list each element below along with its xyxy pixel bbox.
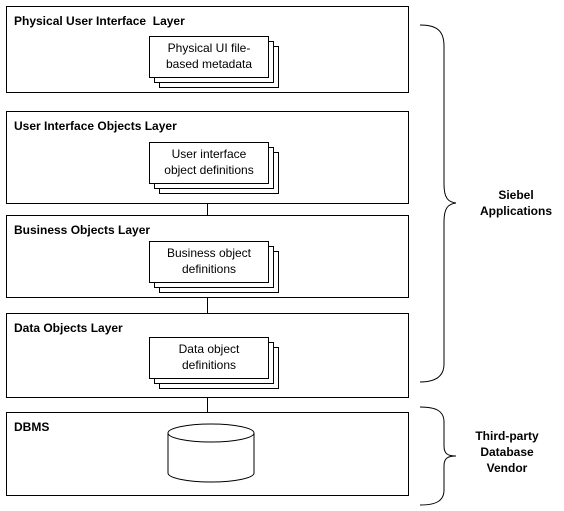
physical-ui-layer: Physical User Interface Layer Physical U… [6, 6, 409, 93]
label-line: Third-party [475, 429, 539, 443]
connector-line-business-to-data [207, 288, 208, 336]
box-text-line: Data object [178, 342, 240, 356]
box-text-line: User interface [171, 147, 247, 161]
vendor-bracket-icon [419, 406, 457, 506]
label-line: Siebel [498, 188, 534, 202]
document-sheet-front: Business object definitions [149, 241, 269, 283]
layer-title: Business Objects Layer [14, 223, 151, 237]
layer-title: DBMS [14, 420, 50, 434]
business-objects-layer: Business Objects Layer Business object d… [6, 215, 409, 298]
label-line: Applications [479, 204, 552, 218]
dbms-layer: DBMS [6, 412, 409, 496]
siebel-bracket-icon [419, 24, 457, 383]
label-line: Vendor [486, 461, 528, 475]
layer-title: Physical User Interface Layer [14, 14, 185, 28]
connector-line-data-to-dbms [207, 384, 208, 424]
box-text-line: based metadata [165, 57, 253, 71]
box-text-line: Business object [166, 246, 252, 260]
box-text-line: definitions [181, 358, 237, 372]
document-sheet-front: Data object definitions [149, 337, 269, 379]
box-text-line: object definitions [164, 163, 254, 177]
document-sheet-front: Physical UI file- based metadata [149, 36, 269, 78]
siebel-applications-label: Siebel Applications [470, 187, 562, 219]
ui-objects-layer: User Interface Objects Layer User interf… [6, 111, 409, 204]
data-objects-layer: Data Objects Layer Data object definitio… [6, 313, 409, 398]
box-text-line: definitions [181, 262, 237, 276]
layer-title: User Interface Objects Layer [14, 119, 177, 133]
box-text-line: Physical UI file- [167, 41, 251, 55]
layer-title: Data Objects Layer [14, 321, 123, 335]
database-cylinder-icon [167, 423, 255, 483]
document-sheet-front: User interface object definitions [149, 142, 269, 184]
label-line: Database [480, 445, 534, 459]
third-party-vendor-label: Third-party Database Vendor [462, 428, 552, 476]
